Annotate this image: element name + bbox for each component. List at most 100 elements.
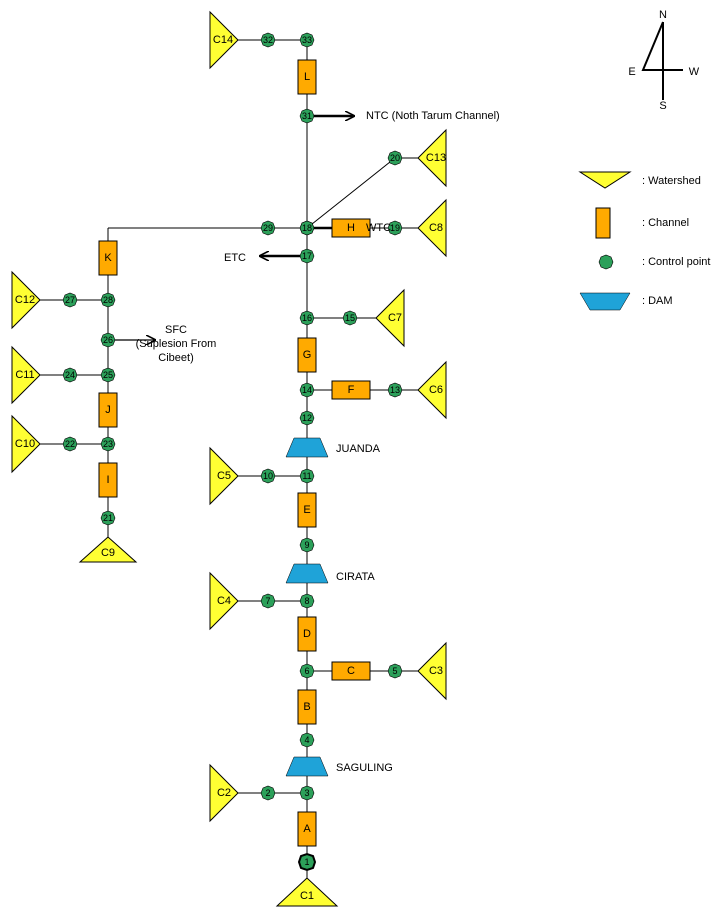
channel-c: C (331, 661, 371, 681)
legend-watershed: : Watershed (578, 171, 701, 189)
control-point-17: 17 (299, 248, 315, 264)
svg-text:20: 20 (390, 153, 400, 163)
svg-text:A: A (303, 823, 311, 835)
svg-text:JUANDA: JUANDA (336, 443, 381, 455)
svg-text:C6: C6 (429, 384, 443, 396)
watershed-c5: C5 (209, 446, 239, 506)
sfc-label: SFC (165, 324, 187, 336)
svg-text:29: 29 (263, 223, 273, 233)
dams: JUANDA CIRATA SAGULING (285, 437, 393, 777)
watershed-c14: C14 (209, 10, 239, 70)
control-point-5: 5 (387, 663, 403, 679)
svg-text:24: 24 (65, 370, 75, 380)
svg-text:CIRATA: CIRATA (336, 571, 375, 583)
svg-text:G: G (303, 349, 312, 361)
dam-juanda: JUANDA (285, 437, 381, 458)
control-point-12: 12 (299, 410, 315, 426)
svg-text:9: 9 (304, 540, 309, 550)
svg-text:23: 23 (103, 439, 113, 449)
control-point-1: 1 (297, 852, 317, 872)
svg-text:C: C (347, 665, 355, 677)
svg-text:8: 8 (304, 596, 309, 606)
legend-dam: : DAM (579, 292, 673, 311)
compass-west: W (689, 66, 700, 78)
channel-i: I (98, 462, 118, 498)
watershed-c1: C1 (275, 877, 339, 907)
watershed-c2: C2 (209, 763, 239, 823)
svg-text:: Control point: : Control point (642, 256, 710, 268)
control-point-10: 10 (260, 468, 276, 484)
channel-b: B (297, 689, 317, 725)
svg-text:C2: C2 (217, 787, 231, 799)
compass-glyph (641, 21, 683, 100)
watershed-c10: C10 (11, 414, 41, 474)
compass: N E W S (628, 9, 699, 112)
svg-text:21: 21 (103, 513, 113, 523)
control-point-18-real: 18 (299, 220, 315, 236)
control-point-31: 31 (299, 108, 315, 124)
svg-text:C7: C7 (388, 312, 402, 324)
control-point-14: 14 (299, 382, 315, 398)
svg-text:D: D (303, 628, 311, 640)
legend-control-point: : Control point (598, 254, 710, 270)
compass-north: N (659, 9, 667, 21)
control-point-27: 27 (62, 292, 78, 308)
svg-text:25: 25 (103, 370, 113, 380)
svg-text:C13: C13 (426, 152, 446, 164)
svg-text:11: 11 (302, 471, 311, 481)
svg-text:B: B (303, 701, 310, 713)
svg-text:C5: C5 (217, 470, 231, 482)
svg-text:H: H (347, 222, 355, 234)
control-point-20: 20 (387, 150, 403, 166)
watershed-c9: C9 (78, 536, 138, 563)
ntc-label: NTC (Noth Tarum Channel) (366, 110, 500, 122)
svg-text:3: 3 (304, 788, 309, 798)
control-point-29: 29 (260, 220, 276, 236)
svg-text:28: 28 (103, 295, 113, 305)
svg-text:14: 14 (302, 385, 312, 395)
control-point-26: 26 (100, 332, 116, 348)
wtc-label: WTC (366, 222, 391, 234)
network-lines (38, 39, 420, 885)
svg-text:13: 13 (390, 385, 400, 395)
svg-text:C12: C12 (15, 294, 35, 306)
svg-text:18: 18 (302, 223, 312, 233)
channel-j: J (98, 392, 118, 428)
legend-channel-symbol (595, 207, 611, 239)
watershed-c6: C6 (417, 360, 447, 420)
svg-text:12: 12 (302, 413, 312, 423)
svg-text:C10: C10 (15, 438, 35, 450)
svg-text:19: 19 (390, 223, 400, 233)
control-point-13: 13 (387, 382, 403, 398)
legend: : Watershed : Channel : Control point : … (578, 171, 710, 311)
svg-text:J: J (105, 404, 111, 416)
channel-g: G (297, 337, 317, 373)
watershed-c8: C8 (417, 198, 447, 258)
svg-text:C3: C3 (429, 665, 443, 677)
channel-h: H (331, 218, 371, 238)
svg-text:C9: C9 (101, 547, 115, 559)
control-point-21: 21 (100, 510, 116, 526)
watershed-c13: C13 (417, 128, 447, 188)
control-point-22: 22 (62, 436, 78, 452)
control-point-19: 19 (387, 220, 403, 236)
diversion-labels: NTC (Noth Tarum Channel) WTC ETC SFC (Su… (136, 110, 500, 364)
channel-k: K (98, 240, 118, 276)
svg-text:1: 1 (304, 857, 309, 867)
control-point-25: 25 (100, 367, 116, 383)
control-point-11: 11 (299, 468, 315, 484)
svg-text:C4: C4 (217, 595, 231, 607)
svg-text:K: K (104, 252, 112, 264)
control-point-16: 16 (299, 310, 315, 326)
svg-text:7: 7 (265, 596, 270, 606)
watershed-c3: C3 (417, 641, 447, 701)
compass-east: E (628, 66, 635, 78)
watershed-c12: C12 (11, 270, 41, 330)
control-point-15: 15 (342, 310, 358, 326)
control-point-4: 4 (299, 732, 315, 748)
control-points: 33 32 31 20 30 29 19 18 17 16 15 14 13 1… (62, 32, 403, 872)
compass-south: S (659, 100, 666, 112)
control-point-32: 32 (260, 32, 276, 48)
svg-text:16: 16 (302, 313, 312, 323)
